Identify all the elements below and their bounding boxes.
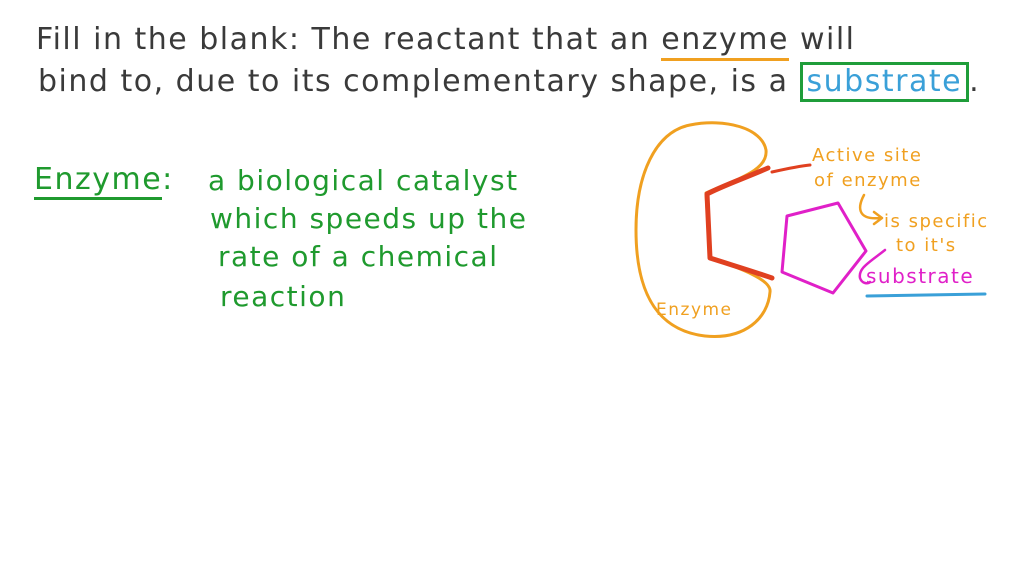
specific-arrow — [859, 193, 884, 226]
substrate-pentagon — [780, 201, 868, 295]
question-prefix: Fill in the blank: The reactant that an — [36, 22, 662, 57]
substrate-label: substrate — [866, 264, 975, 288]
question-end: . — [969, 64, 981, 99]
specific-label-1: is specific — [884, 211, 989, 232]
substrate-pointer — [858, 248, 887, 285]
active-site-label-1: Active site — [812, 145, 923, 166]
question-keyword: enzyme — [661, 22, 789, 61]
question-line-1: Fill in the blank: The reactant that an … — [36, 22, 856, 61]
question-line2-text: bind to, due to its complementary shape,… — [38, 64, 800, 99]
definition-line-4: reaction — [220, 280, 347, 313]
answer-box: substrate — [799, 62, 970, 102]
question-line1-suffix: will — [788, 22, 856, 57]
definition-line-3: rate of a chemical — [218, 240, 499, 273]
question-line-2: bind to, due to its complementary shape,… — [38, 62, 980, 102]
definition-line-2: which speeds up the — [210, 202, 528, 235]
definition-colon: : — [162, 162, 174, 197]
substrate-underline — [865, 292, 987, 298]
active-site-label-2: of enzyme — [814, 170, 922, 191]
active-site-highlight — [704, 165, 775, 281]
definition-line-1: a biological catalyst — [208, 164, 519, 197]
specific-label-2: to it's — [896, 235, 957, 256]
active-site-pointer — [770, 163, 812, 174]
definition-term-word: Enzyme — [34, 162, 163, 200]
enzyme-label: Enzyme — [656, 300, 733, 320]
definition-term: Enzyme: — [34, 162, 174, 200]
enzyme-shape — [634, 121, 772, 338]
